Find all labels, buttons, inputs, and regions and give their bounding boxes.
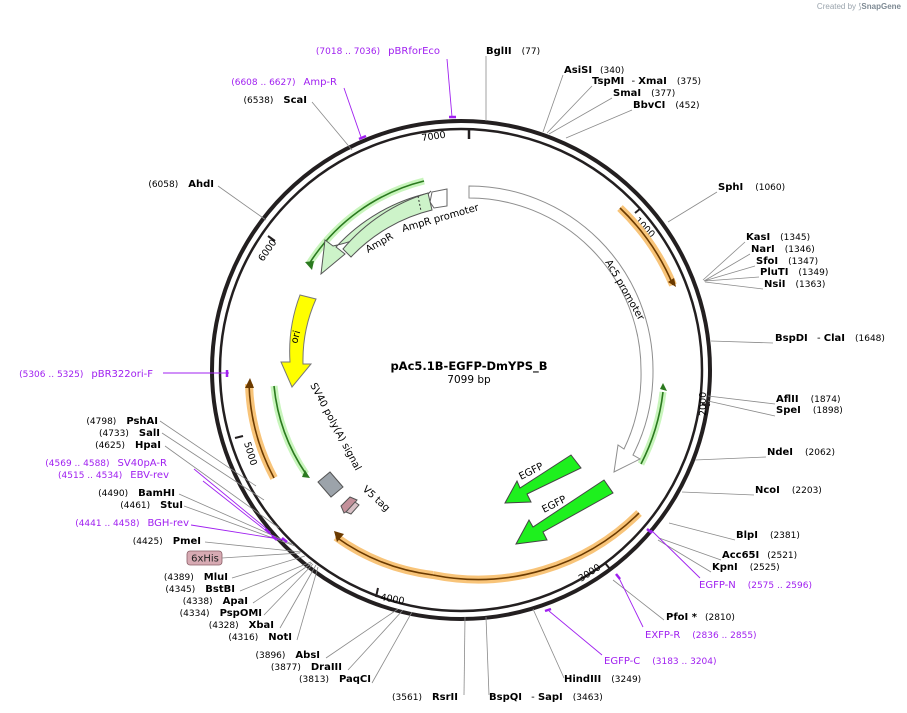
enzyme-asisi: AsiSI(340) (564, 65, 624, 76)
primer-pbrforeco: (7018 .. 7036)pBRforEco (316, 46, 440, 57)
enzyme-ncoi: NcoI(2203) (755, 485, 822, 496)
enzyme-pmei: (4425)PmeI (133, 536, 201, 547)
credit-prefix: Created by (816, 2, 857, 11)
ampr-arrow-body (342, 192, 433, 258)
primer-egfp-c: EGFP-C(3183 .. 3204) (604, 656, 717, 667)
primer-leaders (163, 58, 701, 656)
enzyme-scai: (6538)ScaI (243, 95, 307, 106)
enzyme-draiii: (3877)DraIII (271, 662, 342, 673)
backbone-outer (210, 119, 712, 621)
enzyme-paqci: (3813)PaqCI (299, 674, 371, 685)
enzyme-aflii: AflII(1874) (776, 394, 841, 405)
ac5-promoter-arrow (468, 185, 654, 473)
enzyme-noti: (4316)NotI (228, 632, 292, 643)
plasmid-size: 7099 bp (447, 374, 491, 386)
enzyme-nari: NarI(1346) (751, 244, 815, 255)
enzyme-mlui: (4389)MluI (164, 572, 228, 583)
enzyme-bamhi: (4490)BamHI (98, 488, 175, 499)
enzyme-acc65i: Acc65I(2521) (722, 550, 797, 561)
v5-tag-arrow-2 (345, 501, 360, 515)
snapgene-logo-icon: ⟆ (858, 2, 862, 11)
primer-marks (225, 115, 653, 613)
egfp-arrow-1 (504, 454, 582, 504)
enzyme-hindiii: HindIII(3249) (564, 674, 641, 685)
enzyme-apai: (4338)ApaI (183, 596, 248, 607)
primer-amp-r: (6608 .. 6627)Amp-R (231, 77, 337, 88)
ori-label: ori (289, 329, 303, 344)
enzyme-pfoi: PfoI *(2810) (666, 612, 735, 623)
primer-ebv-rev: (4515 .. 4534)EBV-rev (58, 470, 169, 481)
enzyme-sphi: SphI(1060) (718, 182, 785, 193)
enzyme-sfoi: SfoI(1347) (756, 256, 818, 267)
enzyme-hpai: (4625)HpaI (95, 440, 161, 451)
sv40-polya-label: SV40 poly(A) signal (307, 381, 363, 472)
enzyme-bglii: BglII(77) (486, 46, 540, 57)
enzyme-kpni: KpnI(2525) (712, 562, 780, 573)
ruler-tick-7000: 7000 (421, 130, 446, 144)
sv40-polya-box (317, 471, 344, 498)
enzyme-sali: (4733)SalI (99, 428, 160, 439)
enzyme-pluti: PluTI(1349) (760, 267, 828, 278)
enzyme-bspdi-clai: BspDI - ClaI(1648) (775, 333, 885, 344)
enzyme-pspomi: (4334)PspOMI (180, 608, 262, 619)
enzyme-bstbi: (4345)BstBI (165, 584, 235, 595)
enzyme-tspmi-xmai: TspMI - XmaI(375) (592, 76, 701, 87)
primer-exfp-r: EXFP-R(2836 .. 2855) (645, 630, 757, 641)
orange-features (245, 205, 677, 584)
ruler-tick-2000: 2000 (698, 392, 709, 416)
enzyme-bbvci: BbvCI(452) (633, 100, 700, 111)
his-tag-label: 6xHis (191, 554, 219, 565)
ori-arrow (280, 294, 317, 388)
primer-pbr322ori-f: (5306 .. 5325)pBR322ori-F (19, 369, 153, 380)
egfp-arrow-2 (515, 479, 614, 545)
enzyme-stui: (4461)StuI (120, 500, 183, 511)
ac5-promoter-label: Ac5 promoter (602, 258, 646, 323)
feature-arc-bottom-left (333, 533, 434, 579)
enzyme-smai: SmaI(377) (613, 88, 675, 99)
ruler-tick-6000: 6000 (256, 238, 279, 264)
enzyme-absi: (3896)AbsI (255, 650, 320, 661)
snapgene-credit: Created by ⟆SnapGene (817, 2, 901, 11)
enzyme-xbai: (4328)XbaI (209, 620, 274, 631)
primer-labels: (7018 .. 7036)pBRforEco (6608 .. 6627)Am… (19, 46, 812, 667)
enzyme-kasi: KasI(1345) (746, 232, 810, 243)
enzyme-spei: SpeI(1898) (776, 405, 843, 416)
primer-egfp-n: EGFP-N(2575 .. 2596) (699, 580, 812, 591)
green-arc-left (270, 385, 309, 476)
v5-tag-label: V5 tag (360, 484, 392, 514)
plasmid-name: pAc5.1B-EGFP-DmYPS_B (390, 359, 547, 374)
feature-arc-upper-right (617, 205, 677, 287)
green-features (270, 177, 667, 478)
enzyme-nsii: NsiI(1363) (764, 279, 825, 290)
enzyme-bspqi-sapi: BspQI - SapI(3463) (489, 692, 603, 703)
enzyme-labels: BglII(77) AsiSI(340) TspMI - XmaI(375) S… (86, 46, 885, 703)
backbone-inner (218, 127, 704, 613)
enzyme-ndei: NdeI(2062) (767, 447, 835, 458)
enzyme-blpi: BlpI(2381) (736, 530, 800, 541)
enzyme-ahdi: (6058)AhdI (148, 179, 214, 190)
credit-brand: SnapGene (861, 2, 901, 11)
primer-bgh-rev: (4441 .. 4458)BGH-rev (75, 518, 189, 529)
enzyme-rsrii: (3561)RsrII (392, 692, 458, 703)
ampr-promoter-arrow (429, 188, 448, 209)
primer-sv40pa-r: (4569 .. 4588)SV40pA-R (45, 458, 167, 469)
ruler-tick-4000: 4000 (379, 592, 405, 607)
enzyme-pshai: (4798)PshAI (86, 416, 158, 427)
